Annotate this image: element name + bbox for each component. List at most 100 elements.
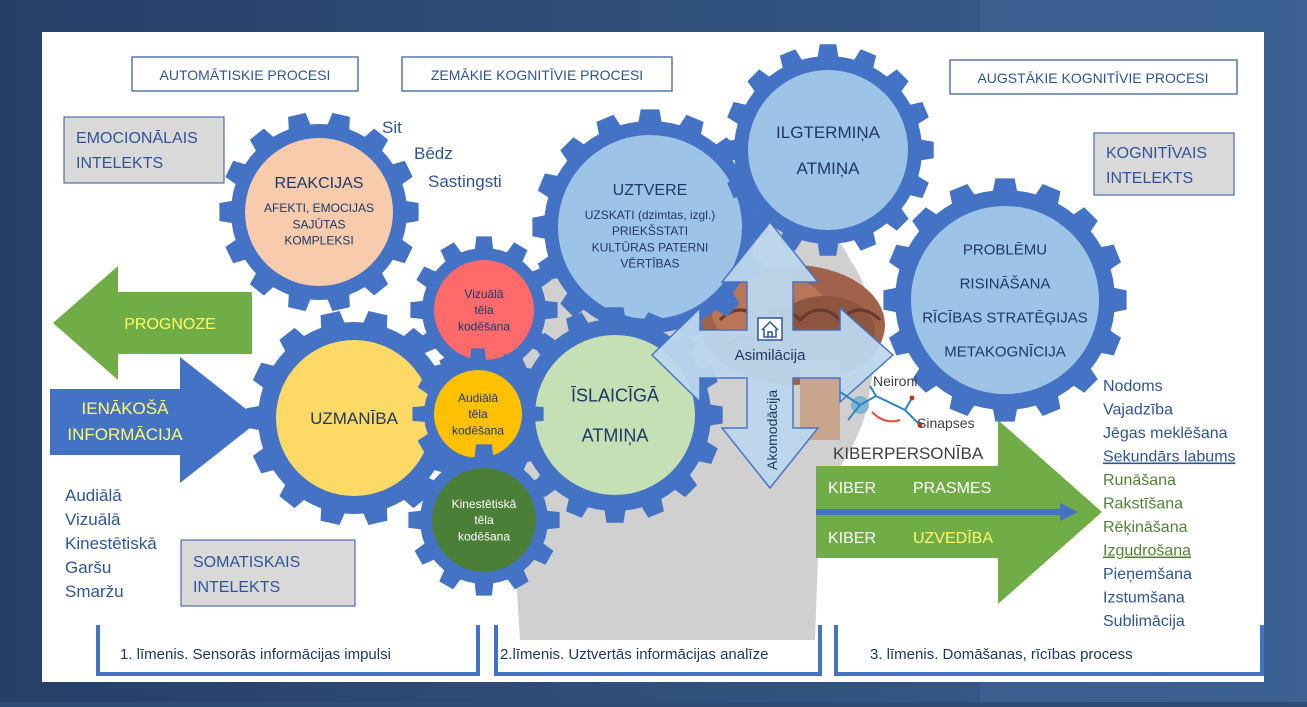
assimilation-accommodation-arrow: Asimilācija Akomodācija (650, 220, 895, 490)
perception-line-2: PRIEKŠSTATI (612, 223, 688, 238)
outcome-item: Nodoms (1103, 378, 1163, 395)
cyber-behavior-word: UZVEDĪBA (913, 529, 993, 547)
audio-line-1: Audiālā (458, 391, 498, 405)
level-3-label: 3. līmenis. Domāšanas, rīcības process (870, 646, 1133, 663)
shortterm-gear-center (535, 335, 695, 495)
outcome-item: Izgudrošana (1103, 543, 1191, 560)
gear-reactions: REAKCIJAS AFEKTI, EMOCIJAS SAJŪTAS KOMPLEKS… (219, 112, 419, 312)
kinesthetic-line-2: tēla (474, 513, 494, 527)
perception-title: UZTVERE (613, 182, 688, 199)
level-2-label: 2.līmenis. Uztvertās informācijas analīz… (500, 646, 768, 663)
sense-item: Audiālā (65, 486, 122, 505)
somatic-intellect-line1: SOMATISKAIS (193, 554, 300, 571)
longterm-line-1: ILGTERMIŅA (776, 123, 881, 142)
gear-attention: UZMANĪBA (246, 311, 462, 525)
kinesthetic-line-1: Kinestētiskā (452, 497, 517, 511)
header-automatic-box: AUTOMĀTISKIE PROCESI (131, 56, 359, 92)
problem-line-2: RISINĀŠANA (960, 275, 1051, 292)
header-lower-box: ZEMĀKIE KOGNITĪVIE PROCESI (401, 56, 673, 92)
perception-gear-center (558, 135, 742, 319)
cyber-skills-prefix: KIBER (828, 480, 876, 497)
somatic-intellect-box: SOMATISKAIS INTELEKTS (180, 539, 356, 607)
reactions-line-1: AFEKTI, EMOCIJAS (264, 201, 374, 215)
incoming-info-arrow: IENĀKOŠĀ INFORMĀCIJA (50, 357, 260, 483)
cyber-skills-word: PRASMES (913, 480, 991, 497)
neurons-label: Neironi (873, 373, 917, 389)
outcome-item: Sekundārs labums (1103, 449, 1236, 466)
outcome-item: Pieņemšana (1103, 566, 1192, 583)
sense-item: Smaržu (65, 582, 124, 601)
emotional-intellect-line2: INTELEKTS (76, 155, 163, 172)
emotional-intellect-line1: EMOCIONĀLAIS (76, 129, 198, 147)
cognitive-intellect-line2: INTELEKTS (1106, 170, 1193, 187)
sense-item: Vizuālā (65, 510, 121, 529)
longterm-line-2: ATMIŅA (797, 159, 861, 178)
reaction-freeze: Sastingsti (428, 172, 502, 191)
incoming-line1: IENĀKOŠĀ (82, 399, 170, 418)
reaction-fight: Sit (382, 118, 402, 137)
forecast-arrow: PROGNOZE (53, 266, 252, 380)
reactions-gear-center (245, 138, 393, 286)
problem-line-3: RĪCĪBAS STRATĒĢIJAS (922, 309, 1088, 326)
level-1-label: 1. līmenis. Sensorās informācijas impuls… (120, 646, 391, 663)
forecast-label: PROGNOZE (124, 316, 216, 333)
header-lower: ZEMĀKIE KOGNITĪVIE PROCESI (431, 67, 643, 83)
incoming-line2: INFORMĀCIJA (67, 425, 183, 444)
cyberpersonality-label: KIBERPERSONĪBA (833, 444, 984, 463)
gear-longterm: ILGTERMIŅA ATMIŅA (722, 44, 934, 256)
outcome-item: Sublimācija (1103, 613, 1185, 630)
shortterm-line-1: ĪSLAICĪGĀ (571, 385, 659, 405)
perception-line-1: UZSKATI (dzimtas, izgl.) (585, 208, 715, 222)
sense-item: Kinestētiskā (65, 534, 157, 553)
audio-line-3: kodēšana (452, 423, 504, 437)
gear-audio: Audiālā tēla kodēšana (412, 348, 544, 480)
cyber-behavior-prefix: KIBER (828, 530, 876, 547)
accommodation-label: Akomodācija (764, 390, 780, 470)
outcome-item: Rakstīšana (1103, 496, 1183, 513)
home-icon (761, 320, 779, 338)
audio-gear-center (434, 370, 522, 458)
kinesthetic-line-3: kodēšana (458, 529, 510, 543)
perception-line-3: KULTŪRAS PATERNI (592, 240, 709, 254)
problem-line-1: PROBLĒMU (963, 241, 1047, 258)
outcome-item: Izstumšana (1103, 590, 1185, 607)
synapses-label: Sinapses (917, 415, 975, 431)
gear-problem: PROBLĒMU RISINĀŠANA RĪCĪBAS STRATĒĢIJAS MET… (883, 178, 1127, 422)
gear-kinesthetic: Kinestētiskā tēla kodēšana (408, 444, 560, 596)
visual-line-2: tēla (474, 303, 494, 317)
problem-line-4: METAKOGNĪCIJA (944, 343, 1065, 360)
attention-gear-center (276, 340, 432, 496)
level-brackets (96, 625, 1264, 676)
attention-title: UZMANĪBA (310, 409, 399, 428)
emotional-intellect-box: EMOCIONĀLAIS INTELEKTS (63, 116, 225, 184)
reactions-line-3: KOMPLEKSI (284, 234, 353, 248)
header-higher: AUGSTĀKIE KOGNITĪVIE PROCESI (977, 70, 1208, 86)
outcome-item: Jēgas meklēšana (1103, 425, 1228, 442)
reactions-title: REAKCIJAS (275, 175, 364, 192)
outcome-item: Vajadzība (1103, 402, 1173, 419)
outcome-item: Rēķināšana (1103, 519, 1188, 536)
perception-line-4: VĒRTĪBAS (620, 257, 679, 271)
reactions-line-2: SAJŪTAS (292, 217, 345, 231)
gear-perception: UZTVERE UZSKATI (dzimtas, izgl.)PRIEKŠSTA… (532, 109, 768, 345)
problem-gear-center (911, 206, 1099, 394)
cyber-arrow: KIBER PRASMES KIBER UZVEDĪBA (816, 420, 1102, 604)
visual-line-3: kodēšana (458, 319, 510, 333)
reaction-flight: Bēdz (414, 144, 453, 163)
neuron-image (839, 385, 923, 428)
shortterm-line-2: ATMIŅA (582, 425, 649, 445)
cognitive-intellect-box: KOGNITĪVAIS INTELEKTS (1093, 132, 1235, 196)
header-automatic: AUTOMĀTISKIE PROCESI (160, 67, 331, 83)
audio-line-2: tēla (468, 407, 488, 421)
outcome-item: Runāšana (1103, 472, 1176, 489)
kinesthetic-gear-center (432, 468, 536, 572)
somatic-intellect-line2: INTELEKTS (193, 579, 280, 596)
longterm-gear-center (748, 70, 908, 230)
visual-gear-center (434, 260, 534, 360)
cognitive-intellect-line1: KOGNITĪVAIS (1106, 144, 1207, 162)
